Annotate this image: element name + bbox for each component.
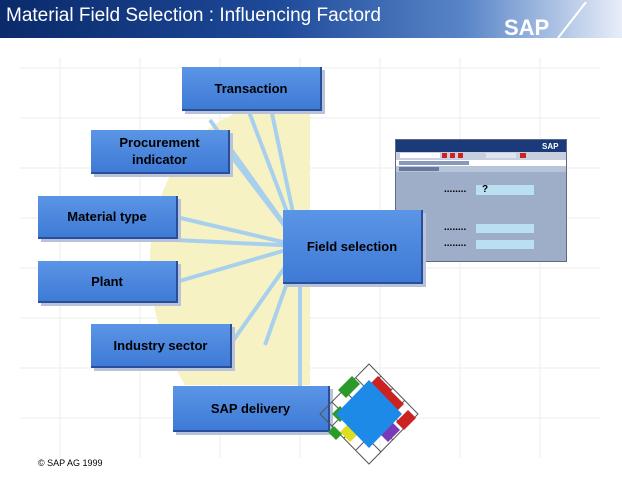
field-selection-box: Field selection (283, 210, 423, 284)
copyright-notice: © SAP AG 1999 (38, 458, 103, 468)
factor-sap-delivery: SAP delivery (173, 386, 330, 432)
factor-industry-sector: Industry sector (91, 324, 232, 368)
factor-transaction: Transaction (182, 67, 322, 111)
field-1-value: ? (482, 184, 489, 195)
factor-transaction-label: Transaction (214, 80, 288, 96)
factor-sap-delivery-label: SAP delivery (210, 400, 291, 416)
title-bar: Material Field Selection : Influencing F… (0, 0, 622, 38)
slide-title: Material Field Selection : Influencing F… (6, 5, 381, 26)
field-1-dots: ........ (444, 184, 467, 195)
mini-sap-logo: SAP (542, 142, 559, 151)
factor-procurement-indicator: Procurement indicator (91, 130, 230, 174)
sap-logo-text: SAP (504, 15, 549, 38)
factor-industry-sector-label: Industry sector (113, 337, 208, 353)
field-selection-label: Field selection (306, 238, 398, 254)
sap-logo: SAP (504, 2, 587, 38)
factor-procurement-label: Procurement indicator (119, 135, 200, 167)
factor-material-type: Material type (38, 196, 178, 239)
field-2-input (476, 224, 534, 233)
field-3-dots: ........ (444, 238, 467, 249)
factor-plant-label: Plant (91, 273, 123, 289)
field-2-dots: ........ (444, 222, 467, 233)
sap-cube-icon (319, 363, 419, 465)
sap-screen-graphic: SAP (396, 140, 566, 172)
factor-plant: Plant (38, 261, 178, 303)
field-3-input (476, 240, 534, 249)
factor-material-type-label: Material type (67, 209, 147, 224)
sap-screen-thumbnail: SAP ........ ? ........ ........ (395, 139, 567, 262)
field-1-input: ? (476, 185, 534, 195)
